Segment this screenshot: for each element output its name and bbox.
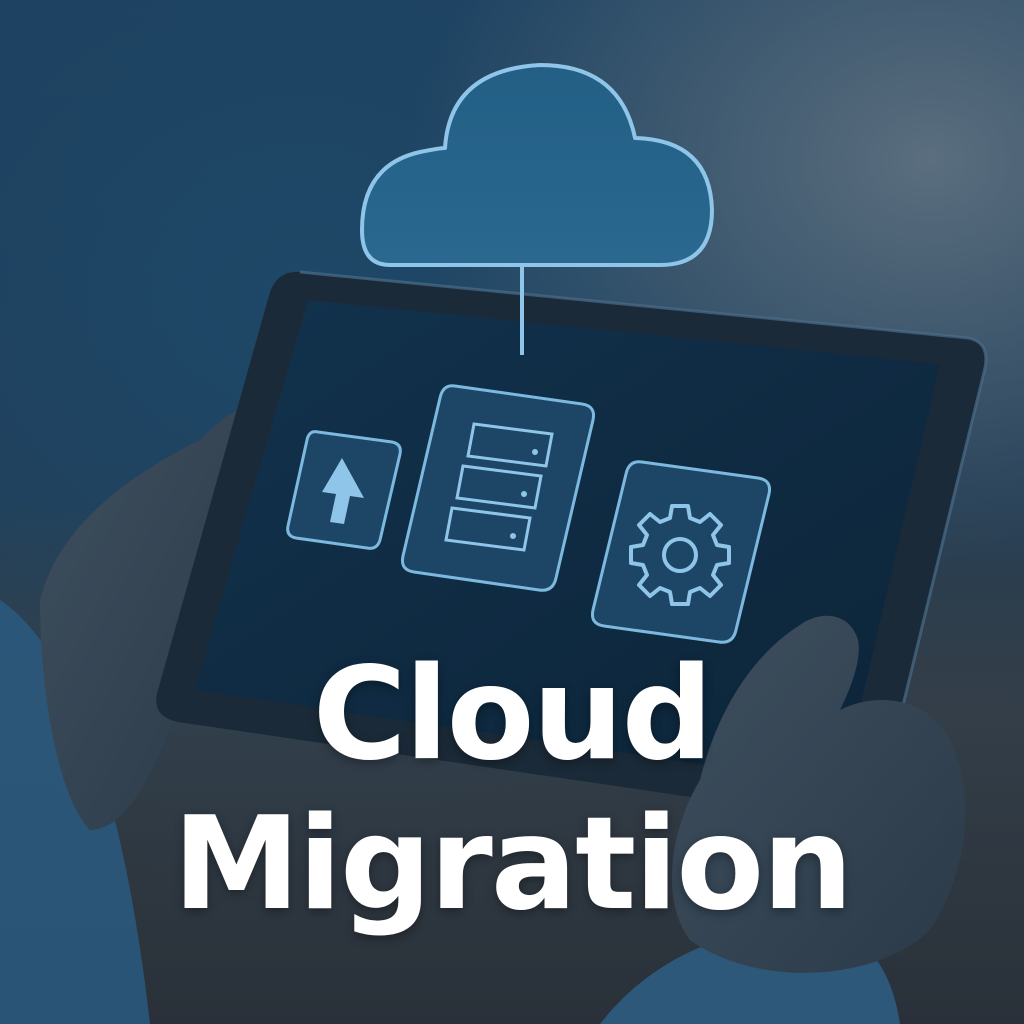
server-rack-icon	[401, 384, 595, 592]
headline-line-1: Cloud	[312, 640, 714, 789]
gear-icon	[591, 460, 771, 644]
hand-left	[40, 407, 259, 830]
headline: Cloud Migration	[0, 640, 1024, 940]
headline-line-2: Migration	[172, 790, 854, 939]
hand-right	[671, 615, 966, 973]
upload-arrow-icon	[286, 430, 402, 550]
sleeve-left	[0, 600, 150, 1024]
cloud-icon	[360, 63, 714, 355]
